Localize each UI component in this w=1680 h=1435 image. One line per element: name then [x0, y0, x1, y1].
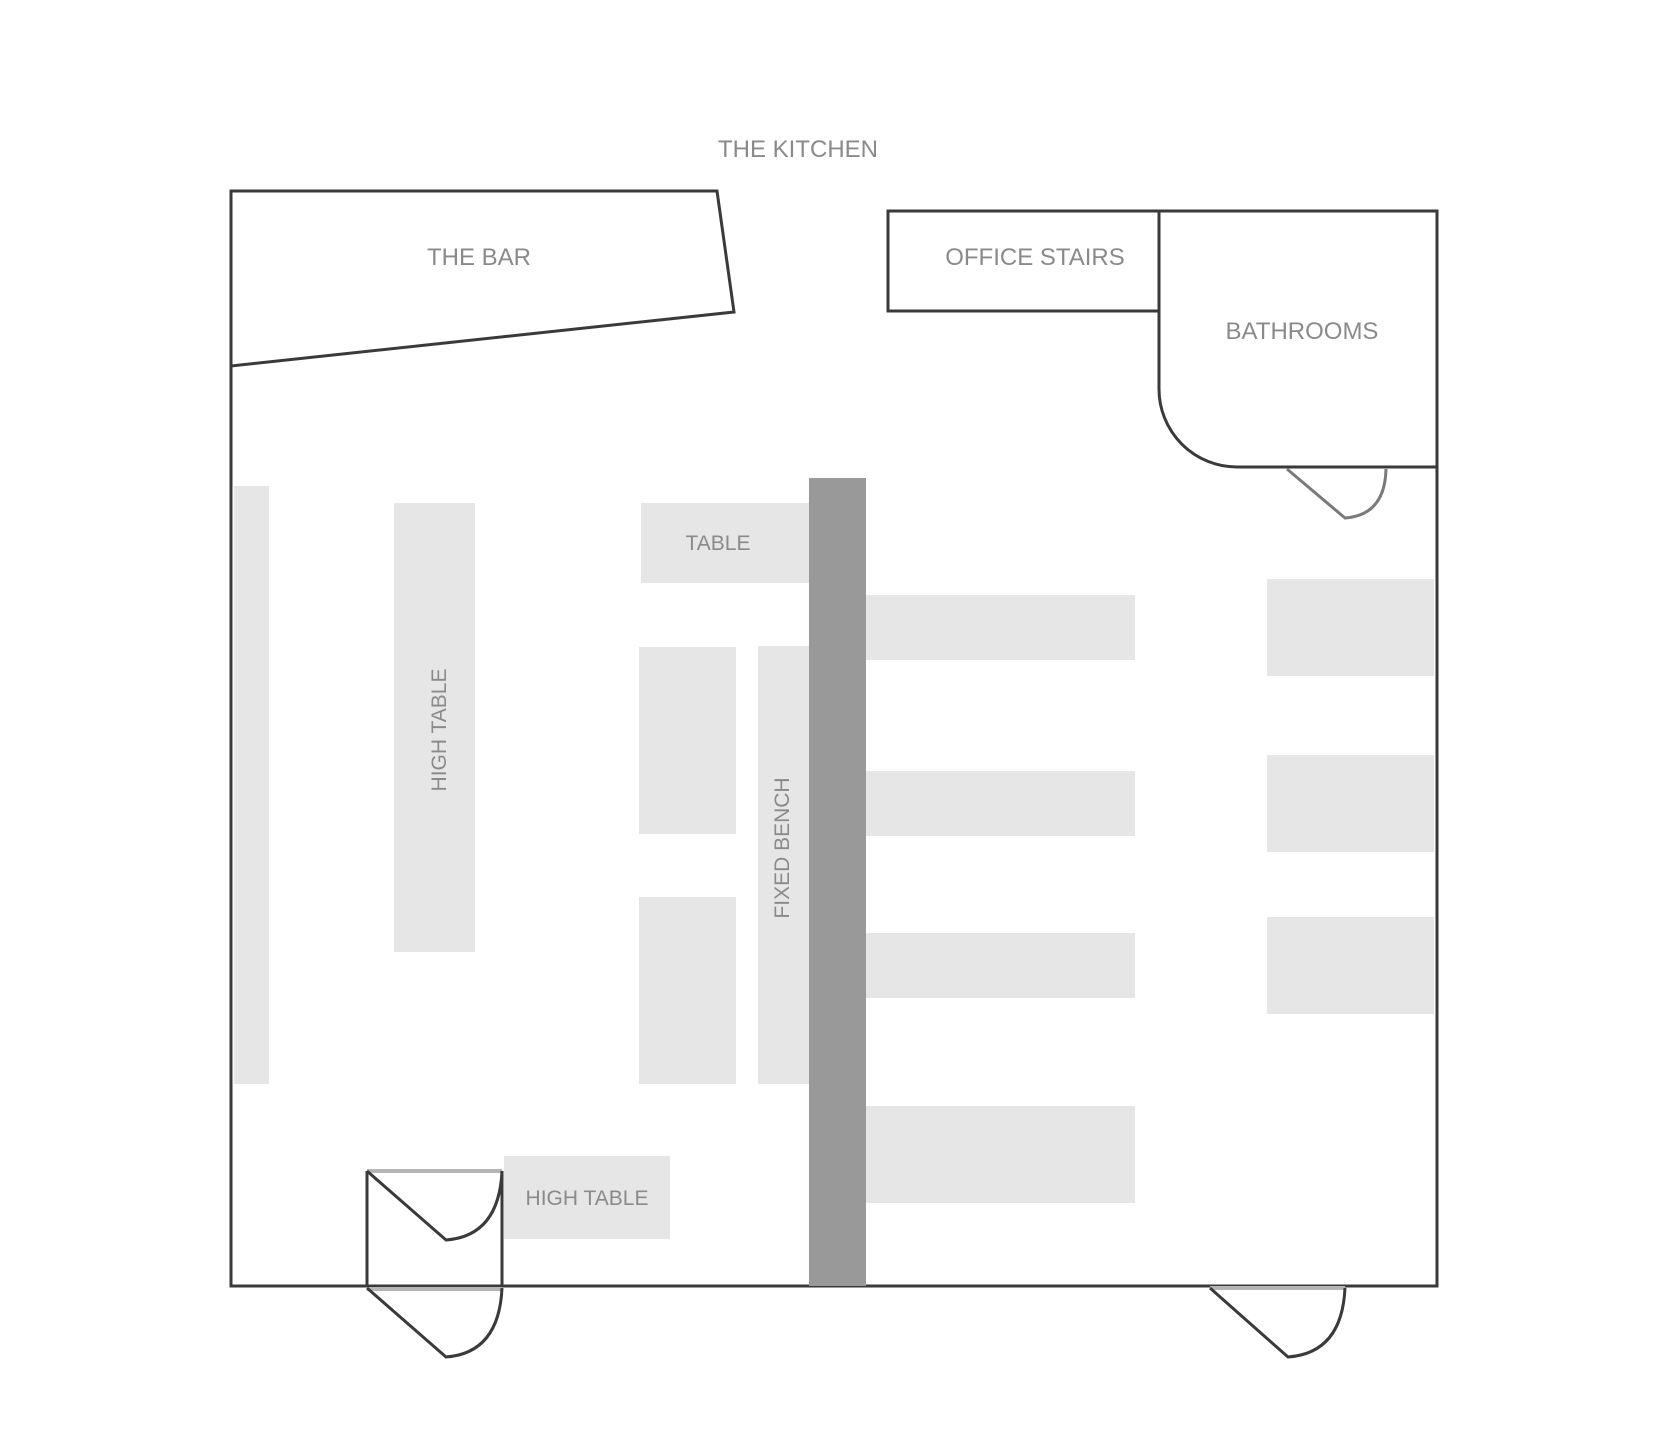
high-table-vertical: [394, 503, 475, 952]
table-label: TABLE: [686, 532, 751, 555]
table-right-1: [866, 595, 1135, 660]
exit-door: [1209, 1286, 1347, 1359]
fixed-bench-label: FIXED BENCH: [771, 777, 794, 918]
entrance-door: [365, 1169, 504, 1359]
table-right-2: [866, 771, 1135, 836]
table-top: [641, 503, 809, 583]
labels: THE KITCHEN THE BAR OFFICE STAIRS BATHRO…: [427, 136, 1378, 1210]
fixed-bench-divider: [809, 478, 866, 1286]
table-right-3: [866, 933, 1135, 998]
high-table-vertical-label: HIGH TABLE: [428, 669, 451, 792]
bathroom-door-swing: [1286, 467, 1388, 520]
fixed-bench-seat: [758, 646, 809, 1084]
exit-door-swing: [1209, 1286, 1347, 1359]
furniture: [234, 478, 1434, 1286]
table-left-upper: [639, 647, 736, 834]
wall-table-right-2: [1267, 755, 1434, 852]
high-table-bottom-label: HIGH TABLE: [526, 1187, 649, 1210]
bar-label: THE BAR: [427, 244, 531, 271]
table-left-lower: [639, 897, 736, 1084]
wall-table-right-3: [1267, 917, 1434, 1014]
outer-door-swing: [366, 1286, 504, 1359]
inner-door-swing: [366, 1169, 504, 1242]
high-table-bottom: [504, 1156, 670, 1239]
bar-counter: [229, 189, 736, 368]
bathrooms-room: [1157, 209, 1439, 469]
doors: [365, 467, 1388, 1359]
office-stairs-label: OFFICE STAIRS: [945, 244, 1125, 271]
bathrooms-label: BATHROOMS: [1226, 318, 1379, 345]
table-right-4: [866, 1106, 1135, 1203]
wall-table-right-1: [1267, 579, 1434, 676]
kitchen-label: THE KITCHEN: [718, 136, 878, 163]
wall-bench-left: [234, 486, 269, 1084]
